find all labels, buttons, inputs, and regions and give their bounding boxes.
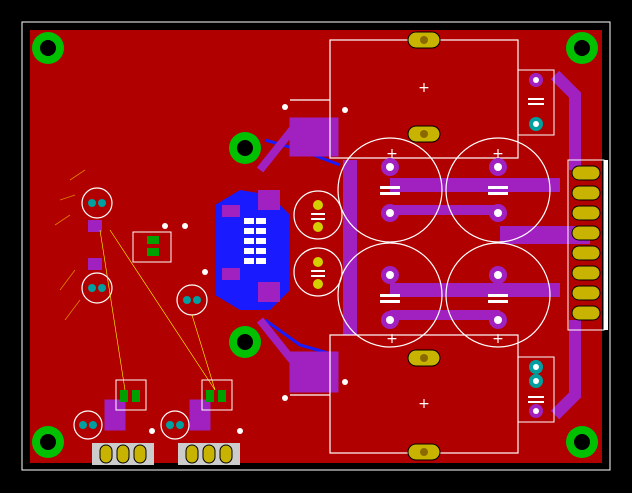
mounting-hole [229, 132, 261, 164]
mounting-hole [32, 32, 64, 64]
plus-mark: + [386, 146, 398, 162]
polarity-marks: + + + + + + [386, 80, 504, 412]
plus-mark: + [492, 331, 504, 347]
via-traces [104, 70, 590, 431]
small-vias [149, 104, 348, 434]
board-outline [21, 21, 611, 471]
input-section [54, 169, 216, 391]
plus-mark: + [418, 80, 430, 96]
small-capacitors [293, 190, 343, 297]
capacitor-c6 [293, 247, 343, 297]
large-capacitors [337, 137, 551, 348]
output-header [567, 159, 608, 331]
mounting-holes [32, 32, 598, 458]
capacitor-c1 [337, 137, 443, 243]
plus-mark: + [418, 396, 430, 412]
capacitor-c5 [293, 190, 343, 240]
plus-mark: + [492, 146, 504, 162]
mounting-hole [566, 426, 598, 458]
mounting-hole [32, 426, 64, 458]
capacitor-c2 [445, 137, 551, 243]
plus-mark: + [386, 331, 398, 347]
capacitor-c4 [445, 242, 551, 348]
capacitor-c3 [337, 242, 443, 348]
ic-package [222, 190, 280, 302]
mounting-hole [566, 32, 598, 64]
mounting-hole [229, 326, 261, 358]
side-capacitors [517, 69, 555, 423]
bottom-connectors [73, 379, 240, 465]
